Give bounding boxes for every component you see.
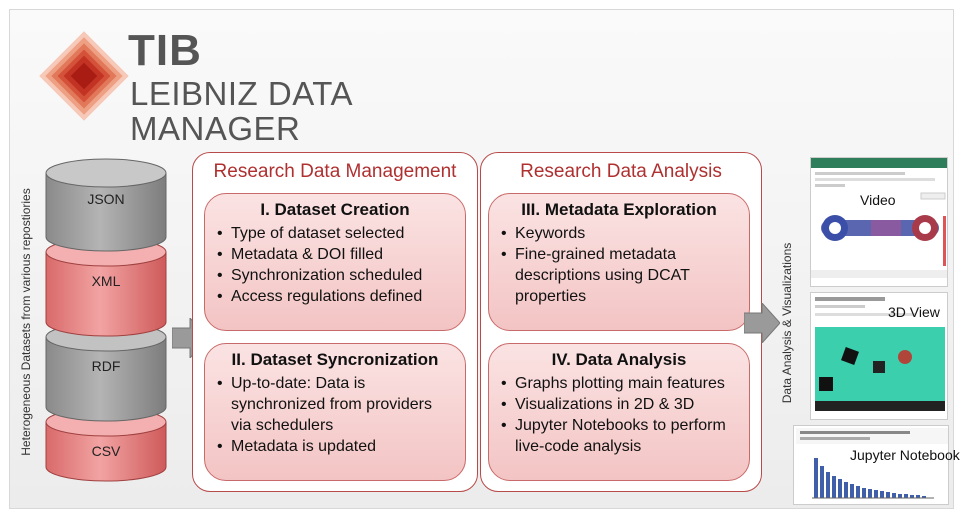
card-title: I. Dataset Creation xyxy=(260,200,410,219)
logo-subtitle-2: MANAGER xyxy=(130,110,301,147)
left-caption: Heterogeneous Datasets from various repo… xyxy=(19,188,33,456)
list-item: Up-to-date: Data is synchronized from pr… xyxy=(217,373,455,436)
panel-title: Research Data Analysis xyxy=(520,161,722,182)
tib-logo-icon xyxy=(39,31,129,121)
list-item: Metadata & DOI filled xyxy=(217,244,465,265)
list-item: Keywords xyxy=(501,223,739,244)
list-item: Type of dataset selected xyxy=(217,223,465,244)
card-metadata-exploration: III. Metadata Exploration Keywords Fine-… xyxy=(488,193,750,331)
jupyter-thumbnail xyxy=(793,425,949,505)
dataset-rdf: RDF xyxy=(91,358,121,374)
dataset-json: JSON xyxy=(87,191,125,207)
list-item: Jupyter Notebooks to perform live-code a… xyxy=(501,415,741,457)
card-title: III. Metadata Exploration xyxy=(521,200,717,219)
card-title: II. Dataset Syncronization xyxy=(231,350,439,369)
list-item: Access regulations defined xyxy=(217,286,465,307)
list-item: Metadata is updated xyxy=(217,436,455,457)
output-label-3d-view: 3D View xyxy=(888,304,940,320)
video-preview-icon xyxy=(811,158,947,278)
output-label-video: Video xyxy=(860,192,896,208)
jupyter-preview-icon xyxy=(796,428,948,499)
card-data-analysis: IV. Data Analysis Graphs plotting main f… xyxy=(488,343,750,481)
list-item: Visualizations in 2D & 3D xyxy=(501,394,741,415)
list-item: Synchronization scheduled xyxy=(217,265,465,286)
logo-title: TIB xyxy=(128,26,202,75)
card-dataset-creation: I. Dataset Creation Type of dataset sele… xyxy=(204,193,466,331)
video-thumbnail xyxy=(810,157,948,287)
list-item: Graphs plotting main features xyxy=(501,373,741,394)
3d-view-thumbnail xyxy=(810,292,948,420)
right-caption: Data Analysis & Visualizations xyxy=(780,242,794,404)
logo-subtitle-1: LEIBNIZ DATA xyxy=(130,75,353,112)
dataset-xml: XML xyxy=(91,273,121,289)
card-title: IV. Data Analysis xyxy=(551,350,687,369)
list-item: Fine-grained metadata descriptions using… xyxy=(501,244,739,307)
3d-preview-icon xyxy=(815,297,945,411)
card-dataset-syncronization: II. Dataset Syncronization Up-to-date: D… xyxy=(204,343,466,481)
panel-title: Research Data Management xyxy=(213,161,457,182)
output-label-jupyter-notebook: Jupyter Notebook xyxy=(850,447,960,463)
dataset-stack xyxy=(45,158,167,482)
dataset-csv: CSV xyxy=(91,443,121,459)
output-arrow-icon xyxy=(744,303,780,343)
